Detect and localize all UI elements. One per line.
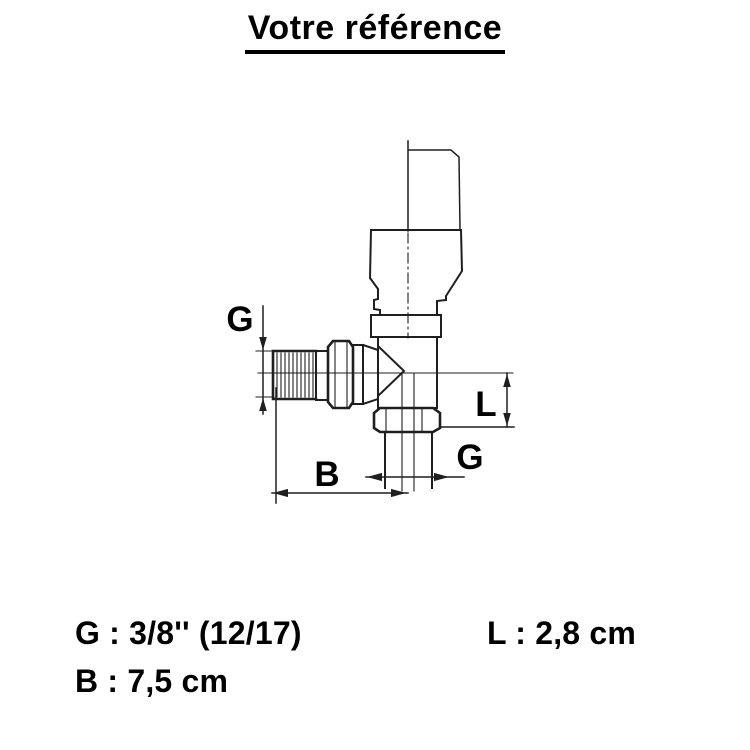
dimension-label-b: B [314,455,339,494]
l-arrow-up [503,374,511,387]
lower-union-nut [372,406,442,434]
dimension-l: L [440,372,515,428]
page-title: Votre référence [244,9,506,55]
lower-nut-facets [385,407,423,433]
valve-outline [271,140,464,492]
dimension-g-bottom: G [365,438,484,482]
spec-g-value: G : 3/8'' (12/17) [75,615,302,651]
g-bottom-arrow-left [367,472,382,482]
dimension-label-g-top: G [226,300,253,339]
b-arrow-left [273,488,288,498]
hex-nut-facets [334,340,348,409]
washer [315,350,329,401]
g-bottom-arrow-right [434,472,449,482]
hex-nut [326,339,355,410]
g-top-arrow-down [259,337,267,350]
valve-body [377,336,438,409]
bottom-outlet-pipe [384,431,433,489]
outlet-bore-lines [401,373,415,492]
g-top-extension-stubs [255,350,275,398]
thread-hatching [276,352,314,398]
g-top-arrow-up [259,398,267,411]
valve-top-stem [407,140,461,232]
valve-collar [370,314,442,338]
b-arrow-right [391,488,406,498]
dimension-g-top: G [226,300,275,415]
valve-head [368,228,464,316]
dimension-label-g-bottom: G [456,438,483,477]
threaded-tail-outline [271,349,318,401]
spec-l-value: L : 2,8 cm [487,615,637,651]
valve-cone-ring [352,343,380,406]
page-title-container: Votre référence [0,9,750,55]
l-arrow-down [503,413,511,426]
dimension-label-l: L [475,385,496,424]
dimension-b: B [271,387,409,504]
spec-b-value: B : 7,5 cm [75,663,229,699]
